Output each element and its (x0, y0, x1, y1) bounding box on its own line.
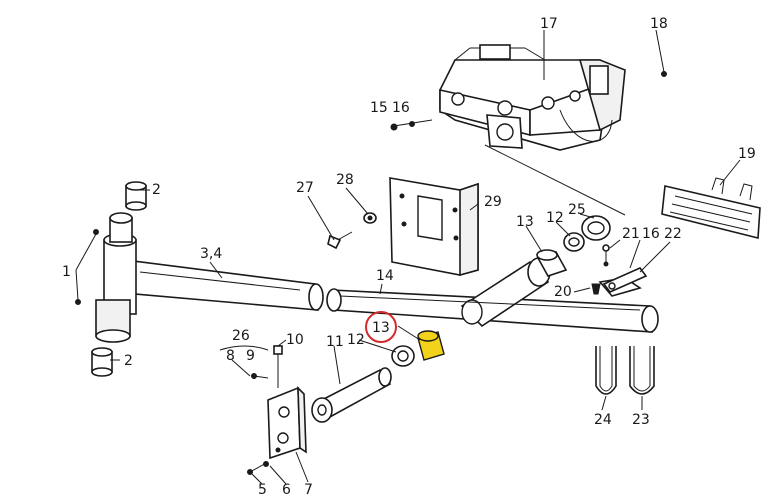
callout-3-4: 3,4 (200, 246, 222, 262)
callout-18: 18 (650, 16, 668, 32)
callout-1: 1 (62, 264, 71, 280)
highlight-circle (365, 311, 397, 343)
callout-6: 6 (282, 482, 291, 498)
callout-2-top: 2 (152, 182, 161, 198)
callout-24: 24 (594, 412, 612, 428)
seal-25 (581, 215, 611, 241)
bolt-5-6 (247, 461, 269, 475)
u-bracket-plate-29 (389, 177, 479, 277)
u-bolt-24 (595, 346, 617, 395)
bushing-13-highlighted (417, 330, 445, 361)
leader-lines (75, 29, 741, 485)
bushing-2-top (125, 181, 147, 211)
callout-25: 25 (568, 202, 586, 218)
mount-bracket-7 (267, 386, 307, 460)
callout-2-bottom: 2 (124, 353, 133, 369)
bolt-15-16 (390, 119, 433, 131)
washer-28 (363, 212, 377, 224)
callout-16-right: 16 (642, 226, 660, 242)
callout-10: 10 (286, 332, 304, 348)
pin-1 (75, 229, 99, 305)
link-22 (602, 267, 648, 293)
callout-12-left: 12 (347, 332, 365, 348)
callout-13-highlighted: 13 (372, 320, 390, 336)
callout-27: 27 (296, 180, 314, 196)
callout-17: 17 (540, 16, 558, 32)
callout-28: 28 (336, 172, 354, 188)
callout-8: 8 (226, 348, 235, 364)
callout-9: 9 (246, 348, 255, 364)
u-bolt-23 (629, 346, 655, 395)
callout-19: 19 (738, 146, 756, 162)
callout-29: 29 (484, 194, 502, 210)
bolt-10 (273, 345, 283, 388)
callout-21: 21 (622, 226, 640, 242)
callout-12-right: 12 (546, 210, 564, 226)
callout-23: 23 (632, 412, 650, 428)
callout-22: 22 (664, 226, 682, 242)
pivot-pin-11 (311, 367, 392, 423)
bolt-9 (251, 373, 269, 379)
bushing-2-bottom (91, 347, 113, 377)
bushing-13-right (536, 249, 568, 277)
callout-7: 7 (304, 482, 313, 498)
nipple-21 (602, 244, 610, 267)
callout-11: 11 (326, 334, 344, 350)
frame-bracket-17 (439, 44, 626, 151)
callout-15: 15 (370, 100, 388, 116)
main-tube-14 (326, 257, 659, 333)
callout-26: 26 (232, 328, 250, 344)
nut-18 (661, 71, 667, 77)
washer-12-left (391, 345, 415, 367)
grease-nipple-27 (327, 231, 353, 250)
callout-14: 14 (376, 268, 394, 284)
callout-20: 20 (554, 284, 572, 300)
pedal-plate-19 (661, 177, 761, 240)
callout-16-top: 16 (392, 100, 410, 116)
grease-fitting-20 (591, 283, 601, 295)
callout-13-right: 13 (516, 214, 534, 230)
left-axle-3-4 (95, 212, 324, 343)
washer-12-right (563, 232, 585, 252)
callout-5: 5 (258, 482, 267, 498)
